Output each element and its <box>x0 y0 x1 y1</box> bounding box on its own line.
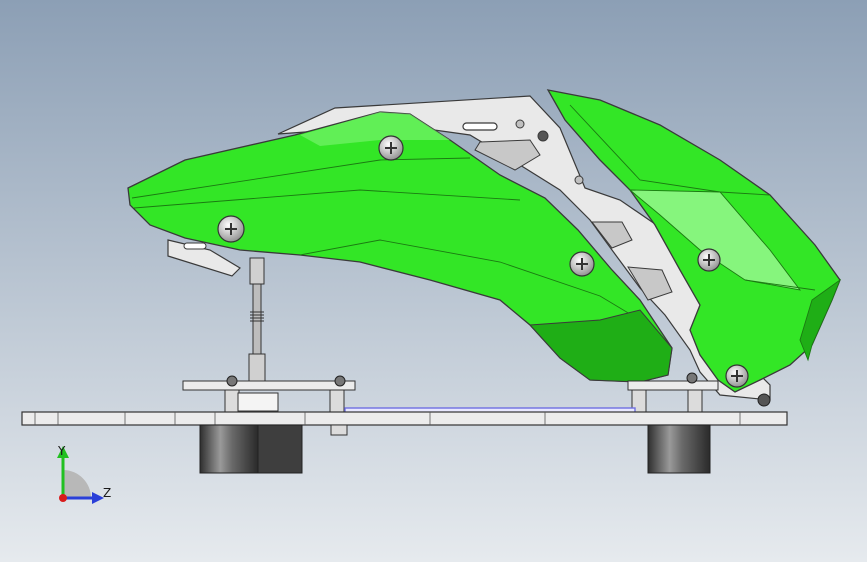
upper-plate-left <box>182 380 356 391</box>
plate-nut <box>226 375 238 387</box>
triad-z-arrow <box>92 492 104 504</box>
wing-facet <box>744 279 816 291</box>
base-plate <box>21 411 788 426</box>
shell-facet <box>133 189 521 209</box>
shell-lower-face <box>528 309 673 383</box>
bracket-hole <box>515 119 525 129</box>
wing-facet-dark <box>799 278 841 362</box>
bracket-hole <box>574 175 584 185</box>
base-nut <box>330 424 348 436</box>
shell-highlight <box>300 112 450 146</box>
plate-nut <box>686 372 698 384</box>
motor-left <box>199 424 259 474</box>
triad-quadrant <box>63 470 91 498</box>
standoff-bottom <box>248 353 266 383</box>
screw-head <box>217 215 245 243</box>
screw-head <box>569 251 595 277</box>
base-plate-segments <box>34 412 741 425</box>
bracket-cutout <box>474 139 541 171</box>
triad-y-arrow <box>57 446 69 458</box>
standoff-top <box>249 257 265 285</box>
spacer <box>224 389 240 414</box>
shell-facet <box>131 157 471 199</box>
bracket-hole <box>537 130 549 142</box>
standoff-rod <box>252 283 262 355</box>
upper-plate-right <box>627 380 719 391</box>
bracket-cutout <box>590 221 633 249</box>
spacer <box>687 389 703 414</box>
nose-bracket-slot <box>183 242 207 250</box>
screw-head <box>725 364 749 388</box>
plate-nut <box>334 375 346 387</box>
motor-left-body <box>257 424 303 474</box>
spacer-block <box>237 392 279 412</box>
triad-z-label: Z <box>103 486 111 500</box>
coordinate-triad: Y Z <box>57 444 111 504</box>
standoff-thread <box>250 311 264 322</box>
triad-origin <box>59 494 67 502</box>
spacer <box>329 389 345 414</box>
triad-y-label: Y <box>57 444 66 458</box>
wing-facet <box>569 104 771 196</box>
shell-facet <box>299 239 641 321</box>
screw-head <box>378 135 404 161</box>
wing-facet-light <box>628 189 802 291</box>
frame-bolt <box>757 393 771 407</box>
bracket-slot <box>462 122 498 131</box>
motor-right <box>647 424 711 474</box>
screw-head <box>697 248 721 272</box>
bracket-cutout <box>627 266 673 301</box>
